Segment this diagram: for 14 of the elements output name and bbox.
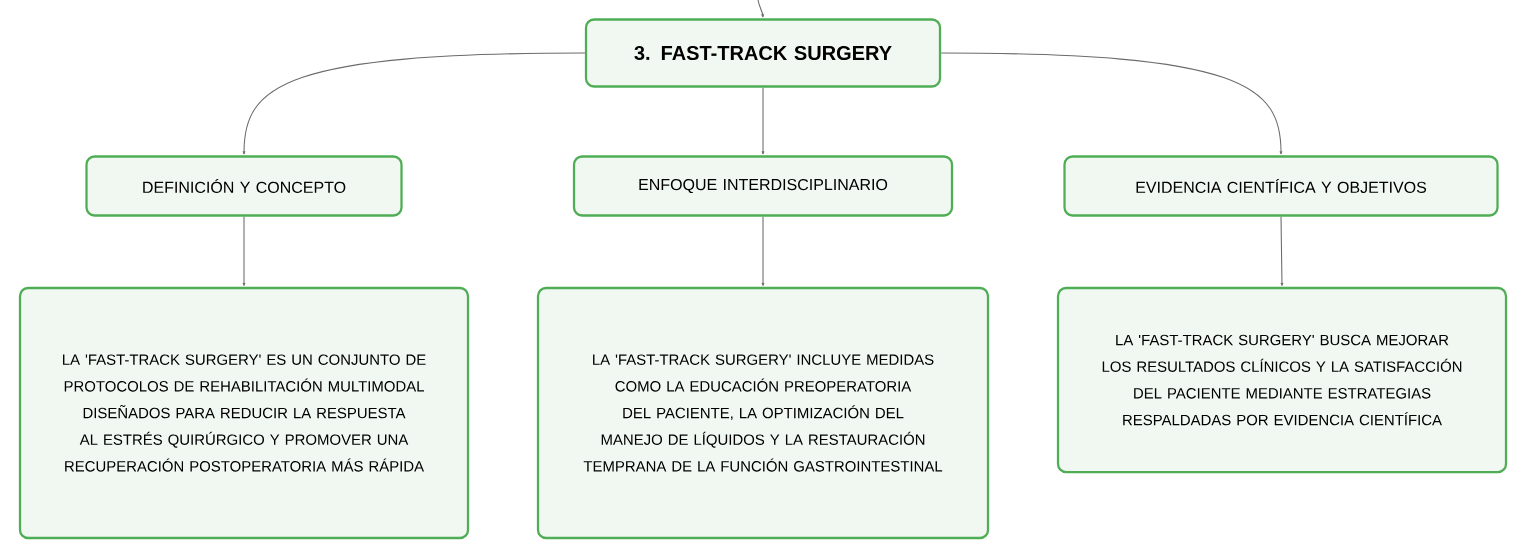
- description-box: LA 'FAST-TRACK SURGERY' ES UN CONJUNTO DE PROTOCOLOS DE REHABILITACIÓN MULTIMODAL DISEÑADOS PARA REDUCIR LA RESPUESTA AL ESTRÉS QUIRÚRGICO Y PROMOVER UNA RECUPERACIÓN POSTOPERATORIA MÁS RÁPIDA: [18, 286, 470, 540]
- arrow: [940, 52, 1283, 155]
- arrow: [1280, 216, 1284, 287]
- arrow: [242, 52, 586, 155]
- subtopic-box: EVIDENCIA CIENTÍFICA Y OBJETIVOS: [1063, 155, 1499, 217]
- subtopic-box: ENFOQUE INTERDISCIPLINARIO: [572, 155, 954, 217]
- description-box: LA 'FAST-TRACK SURGERY' INCLUYE MEDIDAS COMO LA EDUCACIÓN PREOPERATORIA DEL PACIENTE, LA OPTIMIZACIÓN DEL MANEJO DE LÍQUIDOS Y LA RESTAURACIÓN TEMPRANA DE LA FUNCIÓN GASTROINTESTINAL: [536, 286, 990, 540]
- arrow: [761, 87, 765, 155]
- arrow: [761, 216, 765, 287]
- description-box: LA 'FAST-TRACK SURGERY' BUSCA MEJORAR LOS RESULTADOS CLÍNICOS Y LA SATISFACCIÓN DEL PACIENTE MEDIANTE ESTRATEGIAS RESPALDADAS POR EVIDENCIA CIENTÍFICA: [1056, 286, 1508, 474]
- arrow: [757, 0, 765, 18]
- topic-box: 3. FAST-TRACK SURGERY: [584, 18, 942, 88]
- arrow: [242, 216, 246, 287]
- subtopic-box: DEFINICIÓN Y CONCEPTO: [85, 155, 403, 217]
